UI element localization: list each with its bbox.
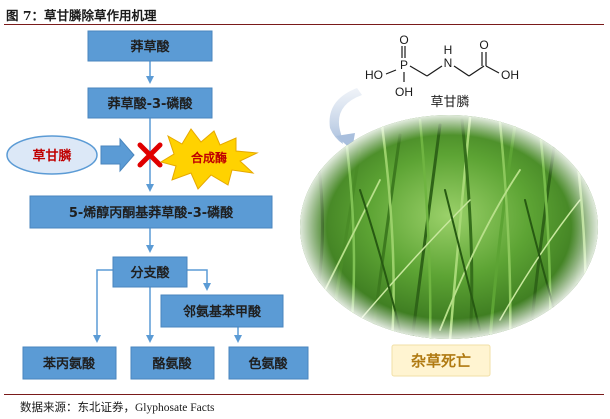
arrow-chorismate-to-phenylalanine <box>93 269 113 343</box>
atom-ho-left: HO <box>365 68 383 82</box>
label-epsp: 5-烯醇丙酮基莽草酸-3-磷酸 <box>69 205 234 221</box>
label-phenylalanine: 苯丙氨酸 <box>42 356 96 372</box>
molecule-structure: O HO P OH N H O OH 草甘膦 <box>365 33 519 110</box>
inhibitor-glyphosate: 草甘膦 <box>6 135 98 175</box>
box-tyrosine: 酪氨酸 <box>130 346 215 380</box>
figure-title: 图 7：草甘膦除草作用机理 <box>6 8 157 23</box>
label-anthranilate: 邻氨基苯甲酸 <box>182 304 262 320</box>
synthase-star: 合成酶 <box>159 128 259 190</box>
box-anthranilate: 邻氨基苯甲酸 <box>160 294 284 328</box>
label-inhibitor: 草甘膦 <box>32 148 71 164</box>
source-publisher: Glyphosate Facts <box>135 402 215 414</box>
result-label: 杂草死亡 <box>411 352 471 370</box>
box-chorismate: 分支酸 <box>112 256 188 288</box>
block-arrow-icon <box>100 137 135 173</box>
atom-n: N <box>444 56 453 70</box>
atom-h: H <box>444 43 453 57</box>
box-phenylalanine: 苯丙氨酸 <box>22 346 117 380</box>
label-s3p: 莽草酸-3-磷酸 <box>108 96 194 112</box>
atom-p: P <box>400 58 408 72</box>
label-shikimate: 莽草酸 <box>130 39 170 55</box>
atom-o-top: O <box>399 33 408 47</box>
pathway-connectors <box>93 61 242 343</box>
box-s3p: 莽草酸-3-磷酸 <box>87 87 213 119</box>
label-tryptophan: 色氨酸 <box>248 356 288 372</box>
source-prefix: 数据来源：东北证券， <box>20 400 135 414</box>
title-rule <box>4 24 604 25</box>
atom-oh-acid: OH <box>501 68 519 82</box>
block-cross-icon <box>137 142 163 168</box>
source-rule <box>4 394 604 395</box>
label-chorismate: 分支酸 <box>130 265 170 281</box>
label-tyrosine: 酪氨酸 <box>152 356 192 372</box>
atom-oh-bottom: OH <box>395 85 413 99</box>
box-epsp: 5-烯醇丙酮基莽草酸-3-磷酸 <box>29 195 273 229</box>
box-tryptophan: 色氨酸 <box>228 346 309 380</box>
grass-image <box>300 115 598 339</box>
arrow-chorismate-to-anthranilate <box>187 269 211 291</box>
box-shikimate: 莽草酸 <box>87 30 213 62</box>
source-note: 数据来源：东北证券，Glyphosate Facts <box>20 399 215 415</box>
result-badge: 杂草死亡 <box>391 344 491 377</box>
atom-o-carbonyl: O <box>479 38 488 52</box>
molecule-name: 草甘膦 <box>430 95 469 110</box>
label-synthase: 合成酶 <box>191 150 227 165</box>
